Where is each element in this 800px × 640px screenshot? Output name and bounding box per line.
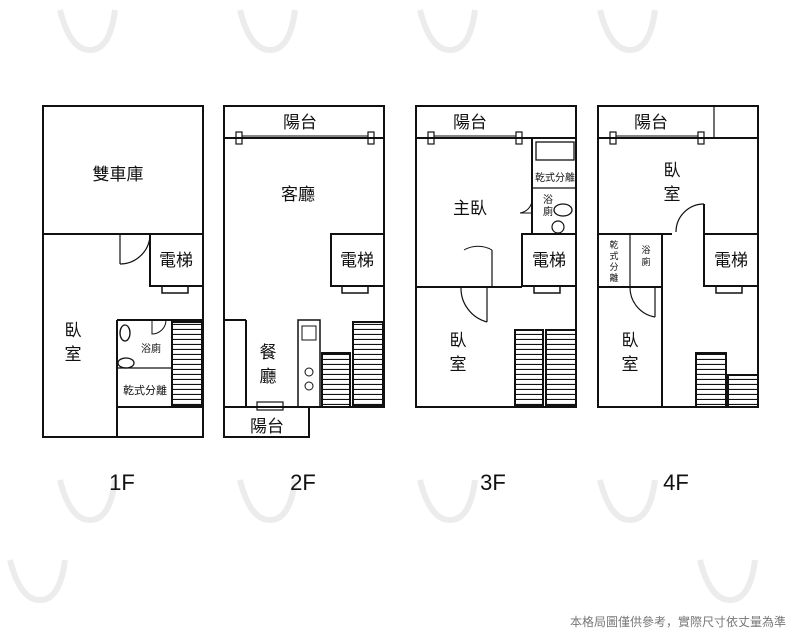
- room-label-elevator-4f: 電梯: [714, 251, 748, 271]
- staircase-3f-b: [545, 329, 577, 407]
- room-label-bedroom-4f-top-b: 室: [664, 185, 681, 205]
- room-label-master: 主臥: [453, 199, 487, 219]
- floor-3f: [415, 105, 577, 408]
- disclaimer-text: 本格局圖僅供參考，實際尺寸依丈量為準: [569, 615, 786, 629]
- room-label-drywet-3f: 乾式分離: [535, 171, 575, 184]
- staircase-3f-a: [514, 329, 544, 407]
- room-label-bedroom-4f-b: 室: [622, 355, 639, 375]
- staircase-2f-a: [321, 352, 351, 408]
- room-label-balcony-3f: 陽台: [453, 113, 487, 133]
- room-label-balcony-2f-bottom: 陽台: [250, 417, 284, 437]
- floor-1f: [42, 105, 204, 438]
- floor-2f: [223, 105, 385, 438]
- room-label-drywet-4f-3: 分: [609, 262, 618, 273]
- room-label-bedroom-4f-top-a: 臥: [664, 161, 681, 181]
- room-label-bedroom-4f-a: 臥: [622, 331, 639, 351]
- room-label-balcony-4f: 陽台: [634, 113, 668, 133]
- room-label-bath-3f-a: 浴: [543, 194, 553, 206]
- room-label-elevator-2f: 電梯: [340, 251, 374, 271]
- room-label-elevator-3f: 電梯: [532, 251, 566, 271]
- kitchen-counter: [297, 319, 321, 408]
- door-1f-garage: [119, 233, 151, 265]
- door-4f-top: [675, 203, 705, 233]
- staircase-1f: [171, 321, 203, 407]
- room-label-garage: 雙車庫: [93, 165, 144, 185]
- room-label-drywet-4f-2: 式: [609, 250, 618, 262]
- room-label-bedroom-3f-a: 臥: [450, 331, 467, 351]
- toilet-icon-3f: [553, 203, 573, 217]
- staircase-4f-b: [727, 374, 759, 408]
- staircase-4f-a: [695, 352, 727, 408]
- floor-4f: [597, 105, 759, 408]
- room-label-drywet-4f-4: 離: [609, 272, 618, 284]
- floor-label-2f: 2F: [290, 470, 316, 495]
- room-label-dining-b: 廳: [260, 367, 277, 387]
- room-label-bedroom-1f-a: 臥: [65, 321, 82, 341]
- room-label-bath-1f: 浴廁: [141, 342, 161, 355]
- door-3f-bedroom: [460, 286, 488, 323]
- room-label-bath-4f-a: 浴: [641, 245, 650, 256]
- watermark-pattern: [7, 9, 758, 604]
- balcony-2f-bottom: [223, 406, 310, 438]
- sink-icon: [119, 324, 131, 342]
- room-label-bedroom-3f-b: 室: [450, 355, 467, 375]
- room-label-living: 客廳: [281, 185, 315, 205]
- room-label-drywet-4f-1: 乾: [609, 239, 618, 251]
- room-label-dining-a: 餐: [260, 343, 277, 363]
- room-label-bedroom-1f-b: 室: [65, 345, 82, 365]
- door-4f-bottom: [629, 286, 656, 318]
- floor-label-1f: 1F: [109, 470, 135, 495]
- bathtub-icon: [535, 141, 575, 161]
- toilet-icon: [117, 357, 135, 369]
- staircase-2f-b: [352, 321, 384, 407]
- room-label-drywet-1f: 乾式分離: [123, 383, 167, 397]
- floor-label-3f: 3F: [480, 470, 506, 495]
- room-label-elevator-1f: 電梯: [159, 251, 193, 271]
- room-label-bath-4f-b: 廁: [641, 256, 650, 268]
- room-label-bath-3f-b: 廁: [543, 205, 553, 218]
- floor-label-4f: 4F: [663, 470, 689, 495]
- room-label-balcony-2f-top: 陽台: [283, 113, 317, 133]
